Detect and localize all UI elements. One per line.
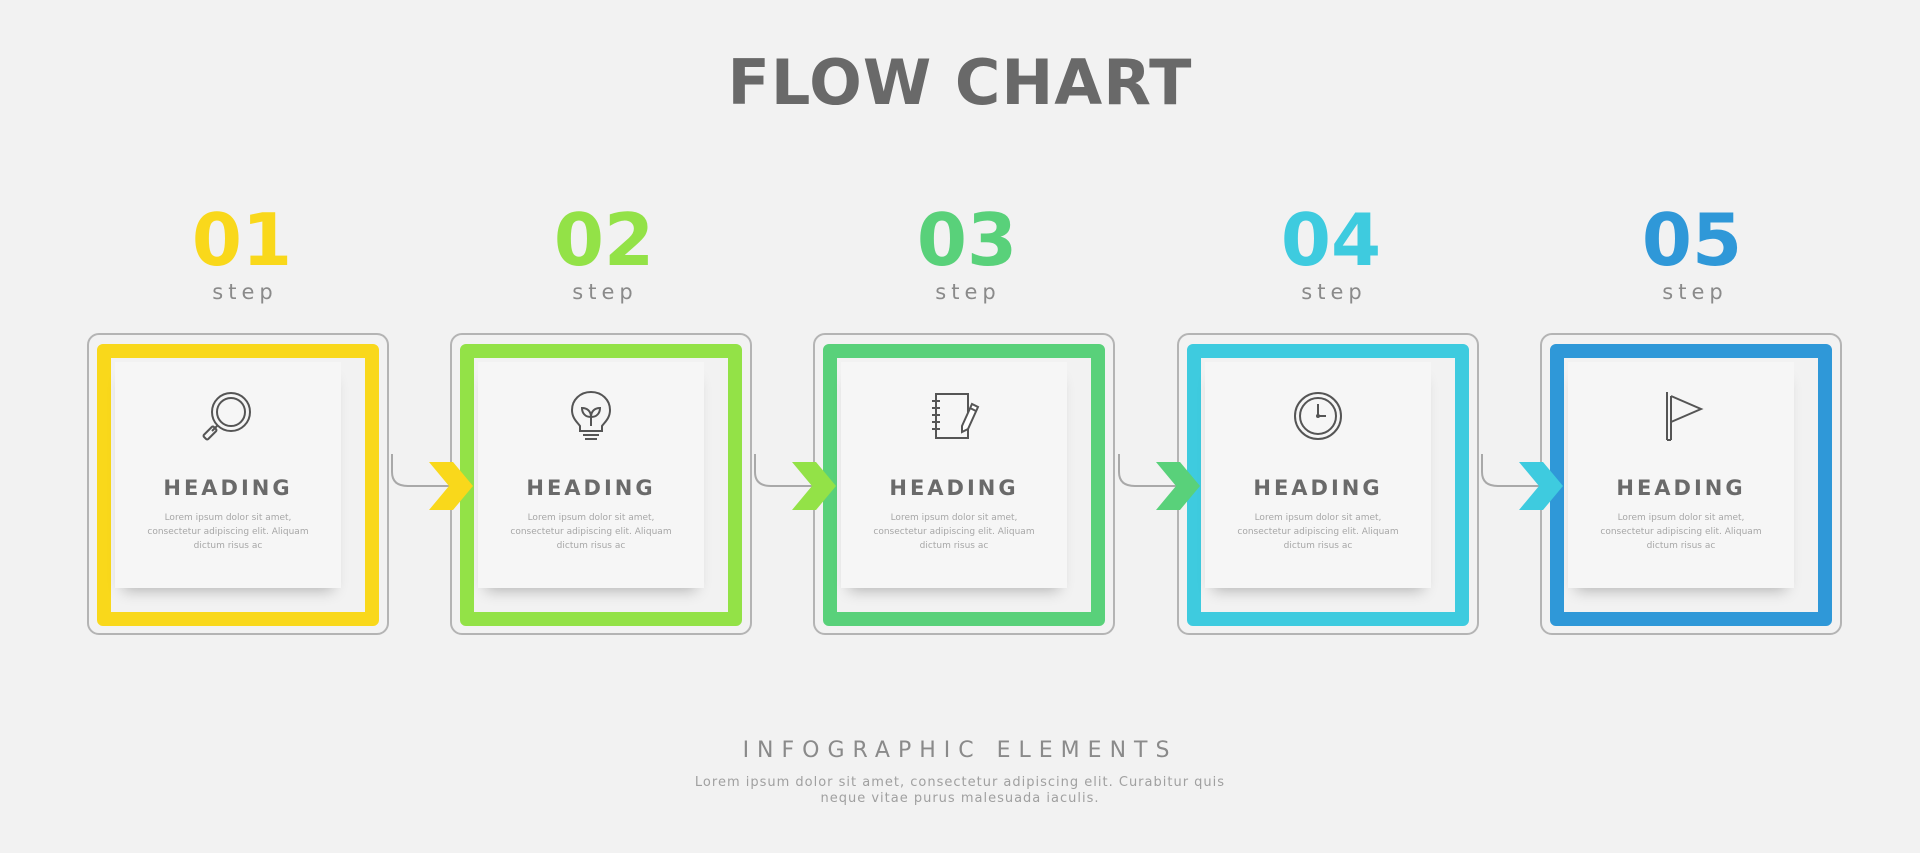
step-label: step: [935, 280, 1001, 304]
connector-line: [391, 454, 450, 487]
step-heading: HEADING: [526, 476, 656, 500]
connector-line: [1481, 454, 1540, 487]
step-frame: HEADING Lorem ipsum dolor sit amet, cons…: [1187, 344, 1469, 626]
step-label: step: [212, 280, 278, 304]
step-body: Lorem ipsum dolor sit amet, consectetur …: [510, 513, 672, 551]
step-heading: HEADING: [163, 476, 293, 500]
step-number: 02: [553, 198, 655, 282]
step-body: Lorem ipsum dolor sit amet, consectetur …: [873, 513, 1035, 551]
chevron-right-icon: [1517, 460, 1565, 512]
step-card: HEADING Lorem ipsum dolor sit amet, cons…: [1568, 362, 1794, 588]
magnifier-icon: [200, 388, 256, 444]
step-frame: HEADING Lorem ipsum dolor sit amet, cons…: [460, 344, 742, 626]
step-frame: HEADING Lorem ipsum dolor sit amet, cons…: [1550, 344, 1832, 626]
step-body: Lorem ipsum dolor sit amet, consectetur …: [1600, 513, 1762, 551]
connector-line: [754, 454, 813, 487]
step-heading: HEADING: [1253, 476, 1383, 500]
step-number: 03: [916, 198, 1018, 282]
clock-icon: [1290, 388, 1346, 444]
step-label: step: [1662, 280, 1728, 304]
lightbulb-icon: [563, 388, 619, 444]
page-title: FLOW CHART: [727, 46, 1193, 119]
step-outline: [87, 333, 389, 635]
flag-icon: [1653, 388, 1709, 444]
chevron-right-icon: [427, 460, 475, 512]
notebook-pen-icon: [926, 388, 982, 444]
step-frame: HEADING Lorem ipsum dolor sit amet, cons…: [97, 344, 379, 626]
step-label: step: [1301, 280, 1367, 304]
step-body: Lorem ipsum dolor sit amet, consectetur …: [147, 513, 309, 551]
step-number: 01: [191, 198, 293, 282]
step-number: 05: [1641, 198, 1743, 282]
connector-line: [1118, 454, 1177, 487]
step-label: step: [572, 280, 638, 304]
step-frame: HEADING Lorem ipsum dolor sit amet, cons…: [823, 344, 1105, 626]
footer-title: INFOGRAPHIC ELEMENTS: [742, 738, 1178, 763]
step-heading: HEADING: [1616, 476, 1746, 500]
chevron-right-icon: [790, 460, 838, 512]
step-body: Lorem ipsum dolor sit amet, consectetur …: [1237, 513, 1399, 551]
step-card: HEADING Lorem ipsum dolor sit amet, cons…: [1205, 362, 1431, 588]
footer-text: Lorem ipsum dolor sit amet, consectetur …: [694, 775, 1226, 806]
step-card: HEADING Lorem ipsum dolor sit amet, cons…: [841, 362, 1067, 588]
step-number: 04: [1280, 198, 1382, 282]
step-heading: HEADING: [889, 476, 1019, 500]
step-card: HEADING Lorem ipsum dolor sit amet, cons…: [115, 362, 341, 588]
chevron-right-icon: [1154, 460, 1202, 512]
step-card: HEADING Lorem ipsum dolor sit amet, cons…: [478, 362, 704, 588]
